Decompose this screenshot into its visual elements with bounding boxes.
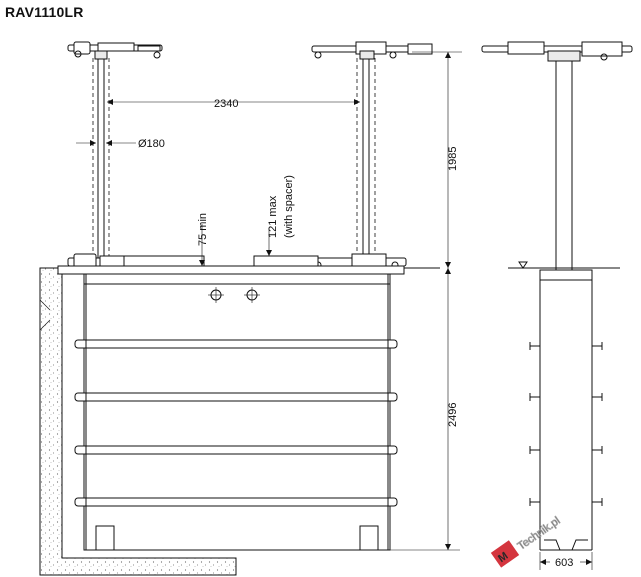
left-top-lift-arm <box>67 41 163 60</box>
dimension-max-clearance <box>266 228 272 256</box>
dimension-post-diameter <box>76 140 136 146</box>
dimension-max-clearance-label: 121 max <box>267 195 279 238</box>
pit-cassette <box>74 273 398 551</box>
dimension-height-label: 1985 <box>447 147 459 171</box>
right-top-lift-arm <box>311 41 433 60</box>
technik-logo-watermark: M Technik.pl <box>490 514 563 568</box>
dimension-width-label: 2340 <box>214 98 238 110</box>
dimension-pit-width <box>539 552 593 570</box>
dimension-min-clearance <box>199 224 205 266</box>
dimension-pit-depth <box>378 268 460 551</box>
right-post <box>356 58 376 258</box>
dimension-pit-depth-label: 2496 <box>447 403 459 427</box>
side-view-cassette <box>529 280 603 551</box>
anchor-holes <box>208 287 260 303</box>
side-view-arm <box>481 41 633 62</box>
watermark-text: Technik.pl <box>516 515 563 553</box>
dimension-width <box>107 99 360 105</box>
dimension-post-diameter-label: Ø180 <box>138 138 165 150</box>
dimension-min-clearance-label: 75 min <box>197 213 209 246</box>
dimension-pit-width-label: 603 <box>555 557 573 569</box>
dimension-height <box>412 51 462 268</box>
left-post <box>92 58 110 258</box>
right-bottom-lift-arm <box>311 253 407 269</box>
side-view-post <box>539 61 593 281</box>
model-title: RAV1110LR <box>5 4 84 20</box>
dimension-max-clearance-note: (with spacer) <box>283 175 295 238</box>
